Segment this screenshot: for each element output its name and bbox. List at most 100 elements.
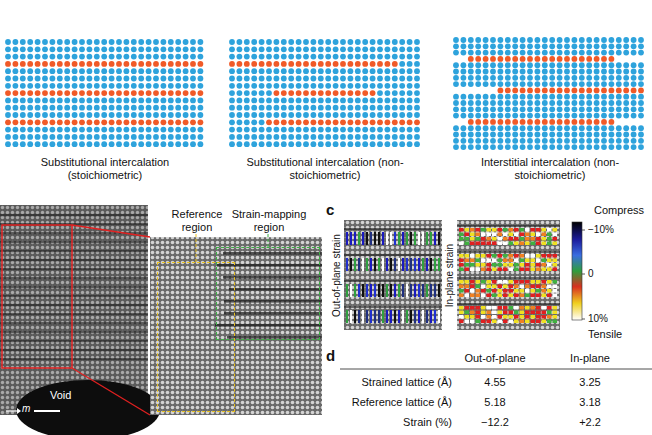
atom-dot [333, 134, 339, 140]
atom-dot [251, 68, 257, 74]
strain-block [492, 263, 497, 267]
atom-dot [414, 141, 420, 147]
atom-dot [57, 61, 63, 67]
atom-dot [303, 54, 309, 60]
atom-dot [362, 83, 368, 89]
atom-dot [549, 88, 555, 94]
atom-dot [407, 61, 413, 67]
strain-block [525, 259, 530, 263]
atom-dot [399, 105, 405, 111]
strain-bar [386, 258, 388, 271]
atom-dot [609, 113, 615, 119]
strain-block [520, 285, 525, 289]
atom-dot [131, 46, 137, 52]
atom-dot [161, 68, 167, 74]
strain-block [487, 237, 492, 241]
atom-dot [183, 90, 189, 96]
atom-dot [355, 90, 361, 96]
atom-dot [520, 144, 526, 150]
atom-dot [237, 54, 243, 60]
strain-bar [350, 310, 352, 323]
atom-dot [175, 112, 181, 118]
atom-dot [461, 94, 467, 100]
atom-dot [190, 61, 196, 67]
atom-dot [638, 62, 644, 68]
strain-bar [398, 310, 400, 323]
strain-block [514, 268, 519, 272]
layer-stripe [0, 295, 148, 297]
atom-dot [190, 98, 196, 104]
atom-dot [296, 119, 302, 125]
strain-bar [402, 284, 404, 297]
atom-dot [124, 134, 130, 140]
atom-dot [20, 105, 26, 111]
strain-bar [426, 232, 428, 245]
atom-dot [377, 76, 383, 82]
atom-dot [116, 105, 122, 111]
atom-dot [72, 54, 78, 60]
atom-dot [333, 90, 339, 96]
strain-block [492, 259, 497, 263]
atom-dot [520, 94, 526, 100]
atom-dot [35, 61, 41, 67]
atom-dot [79, 119, 85, 125]
strain-block [476, 294, 481, 298]
layer-stripe [223, 252, 322, 255]
atom-dot [579, 138, 585, 144]
atom-dot [288, 134, 294, 140]
atom-dot [586, 113, 592, 119]
atom-dot [483, 132, 489, 138]
atom-dot [609, 144, 615, 150]
atom-dot [586, 50, 592, 56]
strain-block [542, 285, 547, 289]
atom-dot [370, 61, 376, 67]
strain-block [525, 237, 530, 241]
colorbar-label: Compress [594, 204, 650, 217]
strain-block [525, 280, 530, 284]
atom-dot [161, 61, 167, 67]
strain-block [553, 320, 558, 324]
atom-dot [348, 46, 354, 52]
atom-dot [124, 127, 130, 133]
strain-block [481, 320, 486, 324]
atom-dot [20, 90, 26, 96]
atom-dot [564, 132, 570, 138]
strain-bar [410, 232, 412, 245]
atom-dot [266, 134, 272, 140]
atom-dot [520, 132, 526, 138]
strain-bar [362, 310, 364, 323]
atom-dot [392, 46, 398, 52]
atom-dot [109, 61, 115, 67]
strain-bar [422, 284, 424, 297]
atom-dot [101, 61, 107, 67]
atom-dot [183, 119, 189, 125]
atom-dot [153, 61, 159, 67]
atom-dot [244, 54, 250, 60]
strain-block [503, 306, 508, 310]
atom-dot [35, 134, 41, 140]
atom-dot [483, 56, 489, 62]
atom-dot [340, 90, 346, 96]
atom-dot [288, 141, 294, 147]
atom-dot [244, 127, 250, 133]
strain-block [492, 315, 497, 319]
strain-block [470, 242, 475, 246]
atom-dot [638, 81, 644, 87]
atom-dot [594, 56, 600, 62]
atom-dot [370, 54, 376, 60]
strain-block [470, 320, 475, 324]
strain-block [531, 315, 536, 319]
atom-dot [370, 46, 376, 52]
atom-dot [79, 105, 85, 111]
atom-dot [168, 127, 174, 133]
atom-dot [631, 37, 637, 43]
atom-dot [274, 83, 280, 89]
atom-dot [348, 61, 354, 67]
atom-dot [311, 76, 317, 82]
atom-dot [616, 37, 622, 43]
atom-dot [498, 132, 504, 138]
atom-dot [564, 75, 570, 81]
atom-dot [109, 46, 115, 52]
atom-dot [542, 119, 548, 125]
atom-dot [146, 76, 152, 82]
